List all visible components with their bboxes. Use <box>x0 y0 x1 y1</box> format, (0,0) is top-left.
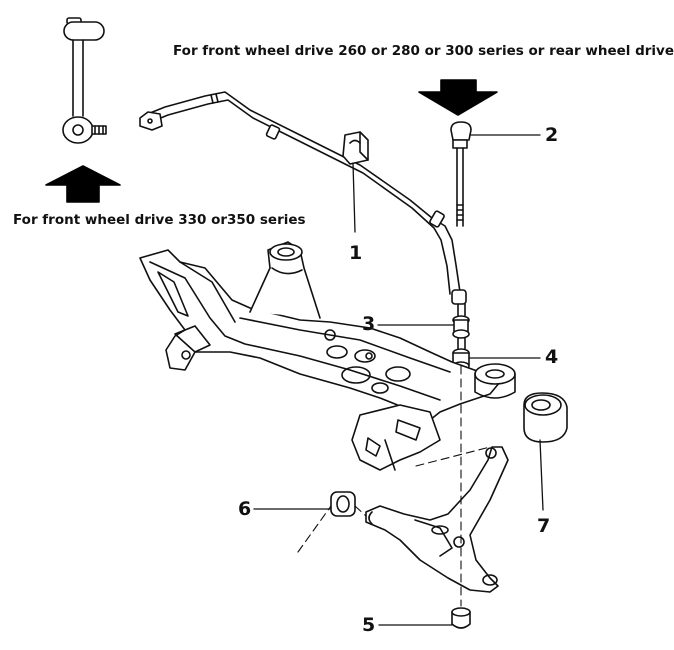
control-arm-bush <box>523 392 568 443</box>
anti-roll-bar-bush <box>342 131 369 165</box>
callout-1: 1 <box>349 242 363 264</box>
callout-3: 3 <box>362 313 376 335</box>
leader-lines <box>253 134 544 626</box>
callout-7: 7 <box>537 515 551 537</box>
suspension-diagram: For front wheel drive 260 or 280 or 300 … <box>13 17 674 636</box>
callout-4: 4 <box>545 346 559 368</box>
control-arm-front-bush <box>330 491 356 517</box>
anti-roll-bar <box>139 91 467 305</box>
callout-2: 2 <box>545 124 559 146</box>
assembly-lines <box>297 365 491 607</box>
up-arrow-icon <box>45 165 121 203</box>
down-arrow-icon <box>418 79 498 116</box>
left-caption: For front wheel drive 330 or350 series <box>13 212 306 228</box>
diagram-art <box>45 17 568 629</box>
subframe <box>139 241 516 471</box>
drop-link <box>450 121 472 227</box>
alt-drop-link <box>62 17 107 144</box>
callout-6: 6 <box>238 498 252 520</box>
lower-control-arm <box>365 446 509 593</box>
callout-5: 5 <box>362 614 376 636</box>
ball-joint <box>451 607 471 629</box>
top-caption: For front wheel drive 260 or 280 or 300 … <box>173 43 674 59</box>
link-stack <box>452 303 470 371</box>
